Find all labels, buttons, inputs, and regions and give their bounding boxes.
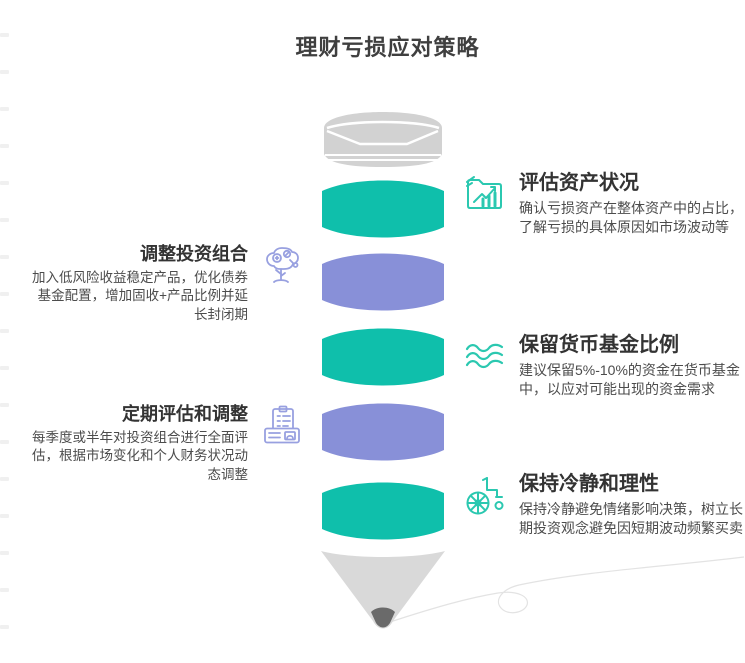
- waves-icon: [465, 343, 504, 369]
- step-title: 评估资产状况: [519, 172, 639, 194]
- step-description: 每季度或半年对投资组合进行全面评估，根据市场变化和个人财务状况动态调整: [32, 429, 248, 482]
- step-periodic-review: 定期评估和调整 每季度或半年对投资组合进行全面评估，根据市场变化和个人财务状况动…: [30, 404, 304, 484]
- step-keep-money-fund: 保留货币基金比例 建议保留5%-10%的资金在货币基金中，以应对可能出现的资金需…: [463, 334, 745, 399]
- wheelchair-icon: [466, 477, 504, 515]
- pencil-segment-teal-3: [322, 482, 444, 540]
- pencil-lead-tip: [371, 607, 395, 628]
- step-assess-assets: 评估资产状况 确认亏损资产在整体资产中的占比，了解亏损的具体原因如市场波动等: [463, 172, 745, 237]
- step-title: 调整投资组合: [140, 244, 248, 264]
- ruler-tick: [0, 292, 9, 296]
- ruler-ticks: [0, 0, 12, 663]
- ruler-tick: [0, 255, 9, 259]
- ruler-tick: [0, 440, 9, 444]
- step-description: 确认亏损资产在整体资产中的占比，了解亏损的具体原因如市场波动等: [519, 200, 743, 235]
- swoosh-line: [389, 556, 745, 623]
- ruler-tick: [0, 107, 9, 111]
- ruler-tick: [0, 218, 9, 222]
- ruler-tick: [0, 514, 9, 518]
- step-adjust-portfolio: 调整投资组合 加入低风险收益稳定产品，优化债券基金配置，增加固收+产品比例并延长…: [30, 244, 304, 324]
- step-description: 加入低风险收益稳定产品，优化债券基金配置，增加固收+产品比例并延长封闭期: [32, 269, 248, 322]
- page-title: 理财亏损应对策略: [295, 35, 480, 60]
- ruler-tick: [0, 33, 9, 37]
- ruler-tick: [0, 551, 9, 555]
- step-description: 保持冷静避免情绪影响决策，树立长期投资观念避免因短期波动频繁买卖: [519, 501, 743, 536]
- pencil-eraser-cap: [324, 112, 442, 167]
- ruler-tick: [0, 144, 9, 148]
- pencil-segment-teal-2: [322, 328, 444, 386]
- ruler-tick: [0, 477, 9, 481]
- step-stay-calm: 保持冷静和理性 保持冷静避免情绪影响决策，树立长期投资观念避免因短期波动频繁买卖: [463, 473, 745, 538]
- step-title: 保留货币基金比例: [519, 334, 679, 356]
- step-description: 建议保留5%-10%的资金在货币基金中，以应对可能出现的资金需求: [519, 362, 740, 397]
- ruler-tick: [0, 329, 9, 333]
- step-title: 保持冷静和理性: [519, 473, 659, 495]
- ruler-tick: [0, 70, 9, 74]
- ruler-tick: [0, 625, 9, 629]
- ruler-tick: [0, 366, 9, 370]
- ruler-tick: [0, 181, 9, 185]
- folder-chart-icon: [466, 176, 502, 209]
- clipboard-card-icon: [264, 405, 300, 444]
- ruler-tick: [0, 403, 9, 407]
- money-tree-icon: [266, 247, 299, 283]
- pencil-segment-purple-2: [322, 403, 444, 461]
- step-title: 定期评估和调整: [122, 404, 248, 424]
- pencil-segment-purple-1: [322, 253, 444, 311]
- ruler-tick: [0, 588, 9, 592]
- pencil-segment-teal-1: [322, 180, 444, 238]
- pencil-cone: [321, 551, 445, 629]
